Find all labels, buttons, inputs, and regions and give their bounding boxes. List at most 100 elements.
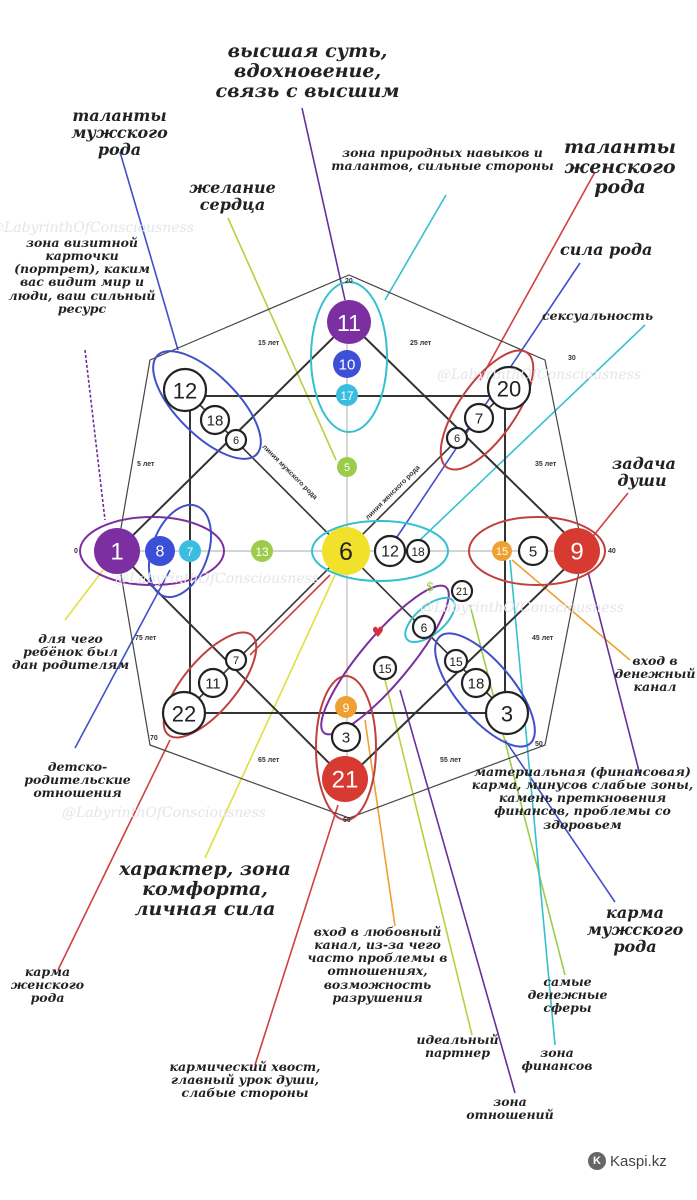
age-label: 65 лет [258,757,280,764]
matrix-node: 8 [145,536,175,566]
label-male-talents: таланты мужского рода [71,106,168,159]
label-relations-zone: зона отношений [466,1094,554,1123]
node-value: 8 [156,544,165,561]
zone-right [468,516,606,586]
node-circle [443,648,469,674]
node-value: 22 [172,702,196,727]
node-value: 21 [332,767,359,794]
node-value: 12 [381,544,399,561]
label-business-card: зона визитной карточки (портрет), каким … [8,235,156,316]
zone-center [311,520,449,582]
matrix-node: 3 [484,690,530,736]
watermark: @LabyrinthOfConsciousness [420,600,624,616]
matrix-node: 9 [554,528,600,574]
node-circle [373,534,407,568]
label-ideal-partner: идеальный партнер [416,1032,499,1061]
node-circle [162,367,208,413]
node-circle [251,540,273,562]
node-circle [161,690,207,736]
node-value: 7 [475,411,483,428]
matrix-node: 5 [517,535,549,567]
age-label: 70 [150,735,158,742]
leader-male-karma [504,739,616,903]
matrix-node: 12 [162,367,208,413]
node-circle [492,541,512,561]
node-value: 11 [337,310,361,336]
matrix-node: 6 [411,614,437,640]
label-heart-desire: желание сердца [189,178,276,214]
node-circle [322,527,370,575]
leader-female-karma [57,739,171,971]
age-label: 50 [535,741,543,748]
matrix-node: 7 [179,540,201,562]
leader-material-karma [587,571,641,776]
node-value: 15 [449,655,463,669]
dollar-icon: $ [426,580,434,595]
node-circle [554,528,600,574]
node-value: 10 [339,357,356,374]
matrix-node: 3 [330,721,362,753]
matrix-node: 21 [450,579,474,603]
node-value: 3 [501,702,513,727]
node-value: 21 [456,586,468,598]
node-circle [411,614,437,640]
node-value: 17 [340,389,354,403]
age-label: 25 лет [410,340,432,347]
node-value: 18 [411,545,425,559]
leader-karmic-tail [254,804,339,1066]
node-value: 6 [421,621,428,635]
node-circle [333,350,361,378]
label-soul-task: задача души [612,454,676,490]
leader-natural-skills [384,194,447,301]
matrix-node: 1 [94,528,140,574]
leader-relations-zone [399,689,516,1094]
node-circle [445,426,469,450]
leader-female-talents [479,171,596,381]
kaspi-watermark: K Kaspi.kz [588,1152,667,1170]
node-circle [335,696,357,718]
leader-why-child [64,569,104,621]
age-label: 0 [74,548,78,555]
node-circle [330,721,362,753]
node-value: 3 [342,730,350,747]
matrix-node: 11 [327,300,371,344]
node-circle [336,384,358,406]
label-natural-skills: зона природных навыков и талантов, сильн… [331,145,554,174]
zone-bottom-right [434,632,536,748]
node-value: 18 [468,676,485,693]
matrix-node: 18 [460,667,492,699]
node-circle [327,300,371,344]
matrix-node: 6 [322,527,370,575]
leader-family-power [394,262,581,541]
label-love-entry: вход в любовный канал, из-за чего часто … [307,924,448,1005]
matrix-node: 20 [486,365,532,411]
kaspi-logo-icon: K [588,1152,606,1170]
node-value: 6 [454,433,460,445]
age-label: 75 лет [135,635,157,642]
node-value: 13 [255,545,269,559]
leader-female-karma-2 [249,574,331,656]
node-circle [337,457,357,477]
zone-top-right [439,349,535,471]
node-value: 7 [187,545,194,559]
zone-bottom-left [162,631,258,739]
watermark: @LabyrinthOfConsciousness [0,220,194,236]
label-female-karma: карма женского рода [10,964,85,1006]
node-value: 7 [233,655,239,667]
label-child-parent: детско-родительские отношения [24,759,131,801]
watermark: @LabyrinthOfConsciousness [115,571,319,587]
leader-ideal-partner [384,679,473,1036]
leader-higher-essence [301,107,346,301]
zone-bottom [315,675,377,821]
leader-heart-desire [227,217,337,461]
label-family-power: сила рода [560,240,653,259]
node-value: 9 [570,539,583,566]
node-value: 5 [344,462,350,474]
matrix-node: 7 [463,402,495,434]
matrix-node: 21 [322,756,368,802]
node-circle [224,428,248,452]
matrix-node: 10 [333,350,361,378]
matrix-node: 6 [224,428,248,452]
node-circle [486,365,532,411]
